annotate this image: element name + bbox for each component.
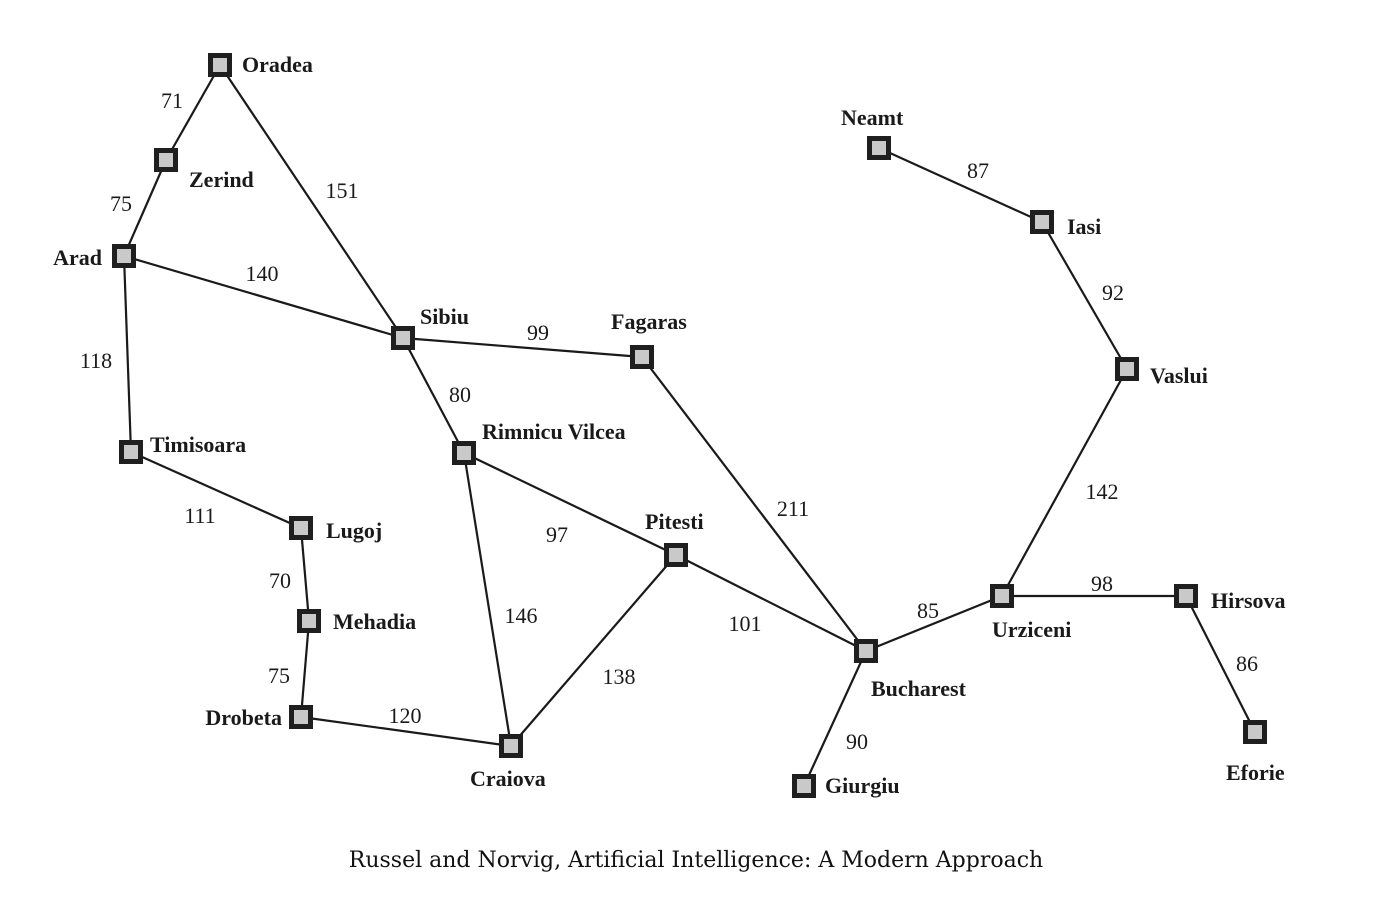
romania-road-map: 71 75 151 140 118 99 80 111 70 75 120 146 97 138 211 10…: [53, 52, 1286, 798]
distance-label-arad-sibiu: 140: [246, 261, 279, 286]
road-bucharest-giurgiu: [803, 650, 867, 787]
city-label-mehadia: Mehadia: [333, 609, 416, 634]
city-label-neamt: Neamt: [841, 105, 904, 130]
distance-label-iasi-neamt: 87: [967, 158, 989, 183]
distance-label-bucharest-urziceni: 85: [917, 598, 939, 623]
distance-label-oradea-zerind: 71: [161, 88, 183, 113]
road-mehadia-drobeta: [299, 620, 311, 718]
city-node-drobeta: [289, 705, 313, 729]
road-vaslui-iasi: [1041, 221, 1128, 370]
city-node-urziceni: [990, 584, 1014, 608]
city-label-timisoara: Timisoara: [150, 432, 246, 457]
distance-label-fagaras-bucharest: 211: [777, 496, 809, 521]
city-label-vaslui: Vaslui: [1150, 363, 1208, 388]
city-label-lugoj: Lugoj: [326, 518, 382, 543]
city-node-bucharest: [854, 639, 878, 663]
city-label-eforie: Eforie: [1226, 760, 1285, 785]
city-label-zerind: Zerind: [189, 167, 254, 192]
distance-labels-layer: 71 75 151 140 118 99 80 111 70 75 120 146 97 138 211 10…: [80, 88, 1258, 754]
city-node-neamt: [867, 136, 891, 160]
city-node-fagaras: [630, 345, 654, 369]
city-label-sibiu: Sibiu: [420, 304, 469, 329]
distance-label-sibiu-fagaras: 99: [527, 320, 549, 345]
road-drobeta-craiova: [300, 715, 512, 748]
distance-label-mehadia-drobeta: 75: [268, 663, 290, 688]
city-node-iasi: [1030, 210, 1054, 234]
road-arad-timisoara: [122, 255, 133, 453]
city-label-rimnicu-vilcea: Rimnicu Vilcea: [482, 419, 626, 444]
city-label-giurgiu: Giurgiu: [825, 773, 900, 798]
distance-label-hirsova-eforie: 86: [1236, 651, 1258, 676]
road-lugoj-mehadia: [299, 527, 311, 622]
road-zerind-arad: [122, 159, 168, 257]
city-node-hirsova: [1174, 584, 1198, 608]
distance-label-sibiu-rimnicu-vilcea: 80: [449, 382, 471, 407]
city-label-pitesti: Pitesti: [645, 509, 704, 534]
city-node-lugoj: [289, 516, 313, 540]
road-pitesti-bucharest: [675, 554, 867, 652]
city-label-iasi: Iasi: [1067, 214, 1101, 239]
distance-label-rimnicu-vilcea-pitesti: 97: [546, 522, 568, 547]
road-oradea-sibiu: [219, 64, 404, 339]
city-node-sibiu: [391, 326, 415, 350]
city-node-oradea: [208, 53, 232, 77]
road-craiova-pitesti: [510, 554, 677, 747]
distance-label-urziceni-vaslui: 142: [1086, 479, 1119, 504]
city-node-giurgiu: [792, 774, 816, 798]
road-urziceni-vaslui: [1001, 368, 1128, 597]
figure-caption: Russel and Norvig, Artificial Intelligen…: [348, 848, 1044, 873]
road-timisoara-lugoj: [130, 450, 302, 530]
city-node-pitesti: [664, 543, 688, 567]
road-rimnicu-vilcea-craiova: [462, 452, 513, 747]
distance-label-rimnicu-vilcea-craiova: 146: [505, 603, 538, 628]
distance-label-arad-timisoara: 118: [80, 348, 112, 373]
roads-layer: [122, 64, 1256, 787]
city-label-drobeta: Drobeta: [205, 705, 282, 730]
distance-label-timisoara-lugoj: 111: [184, 503, 215, 528]
city-node-craiova: [499, 734, 523, 758]
city-node-mehadia: [297, 609, 321, 633]
city-node-vaslui: [1115, 357, 1139, 381]
road-oradea-zerind: [165, 64, 221, 161]
road-bucharest-urziceni: [865, 594, 1003, 653]
city-node-arad: [112, 244, 136, 268]
distance-label-drobeta-craiova: 120: [389, 703, 422, 728]
road-arad-sibiu: [123, 254, 404, 340]
road-iasi-neamt: [878, 146, 1043, 224]
distance-label-craiova-pitesti: 138: [603, 664, 636, 689]
distance-label-bucharest-giurgiu: 90: [846, 729, 868, 754]
city-node-timisoara: [119, 440, 143, 464]
distance-label-lugoj-mehadia: 70: [269, 568, 291, 593]
distance-label-urziceni-hirsova: 98: [1091, 571, 1113, 596]
city-label-fagaras: Fagaras: [611, 309, 687, 334]
road-sibiu-rimnicu-vilcea: [402, 337, 465, 454]
road-rimnicu-vilcea-pitesti: [463, 452, 677, 556]
city-node-rimnicu-vilcea: [452, 441, 476, 465]
distance-label-pitesti-bucharest: 101: [729, 611, 762, 636]
city-label-craiova: Craiova: [470, 766, 546, 791]
city-label-urziceni: Urziceni: [992, 617, 1071, 642]
distance-label-oradea-sibiu: 151: [326, 178, 359, 203]
city-label-hirsova: Hirsova: [1211, 588, 1286, 613]
distance-label-zerind-arad: 75: [110, 191, 132, 216]
distance-label-vaslui-iasi: 92: [1102, 280, 1124, 305]
road-sibiu-fagaras: [402, 336, 643, 359]
road-hirsova-eforie: [1185, 595, 1256, 733]
city-label-oradea: Oradea: [242, 52, 313, 77]
city-node-zerind: [154, 148, 178, 172]
city-label-arad: Arad: [53, 245, 102, 270]
city-label-bucharest: Bucharest: [871, 676, 967, 701]
road-fagaras-bucharest: [641, 356, 867, 652]
city-node-eforie: [1243, 720, 1267, 744]
cities-layer: [112, 53, 1267, 798]
